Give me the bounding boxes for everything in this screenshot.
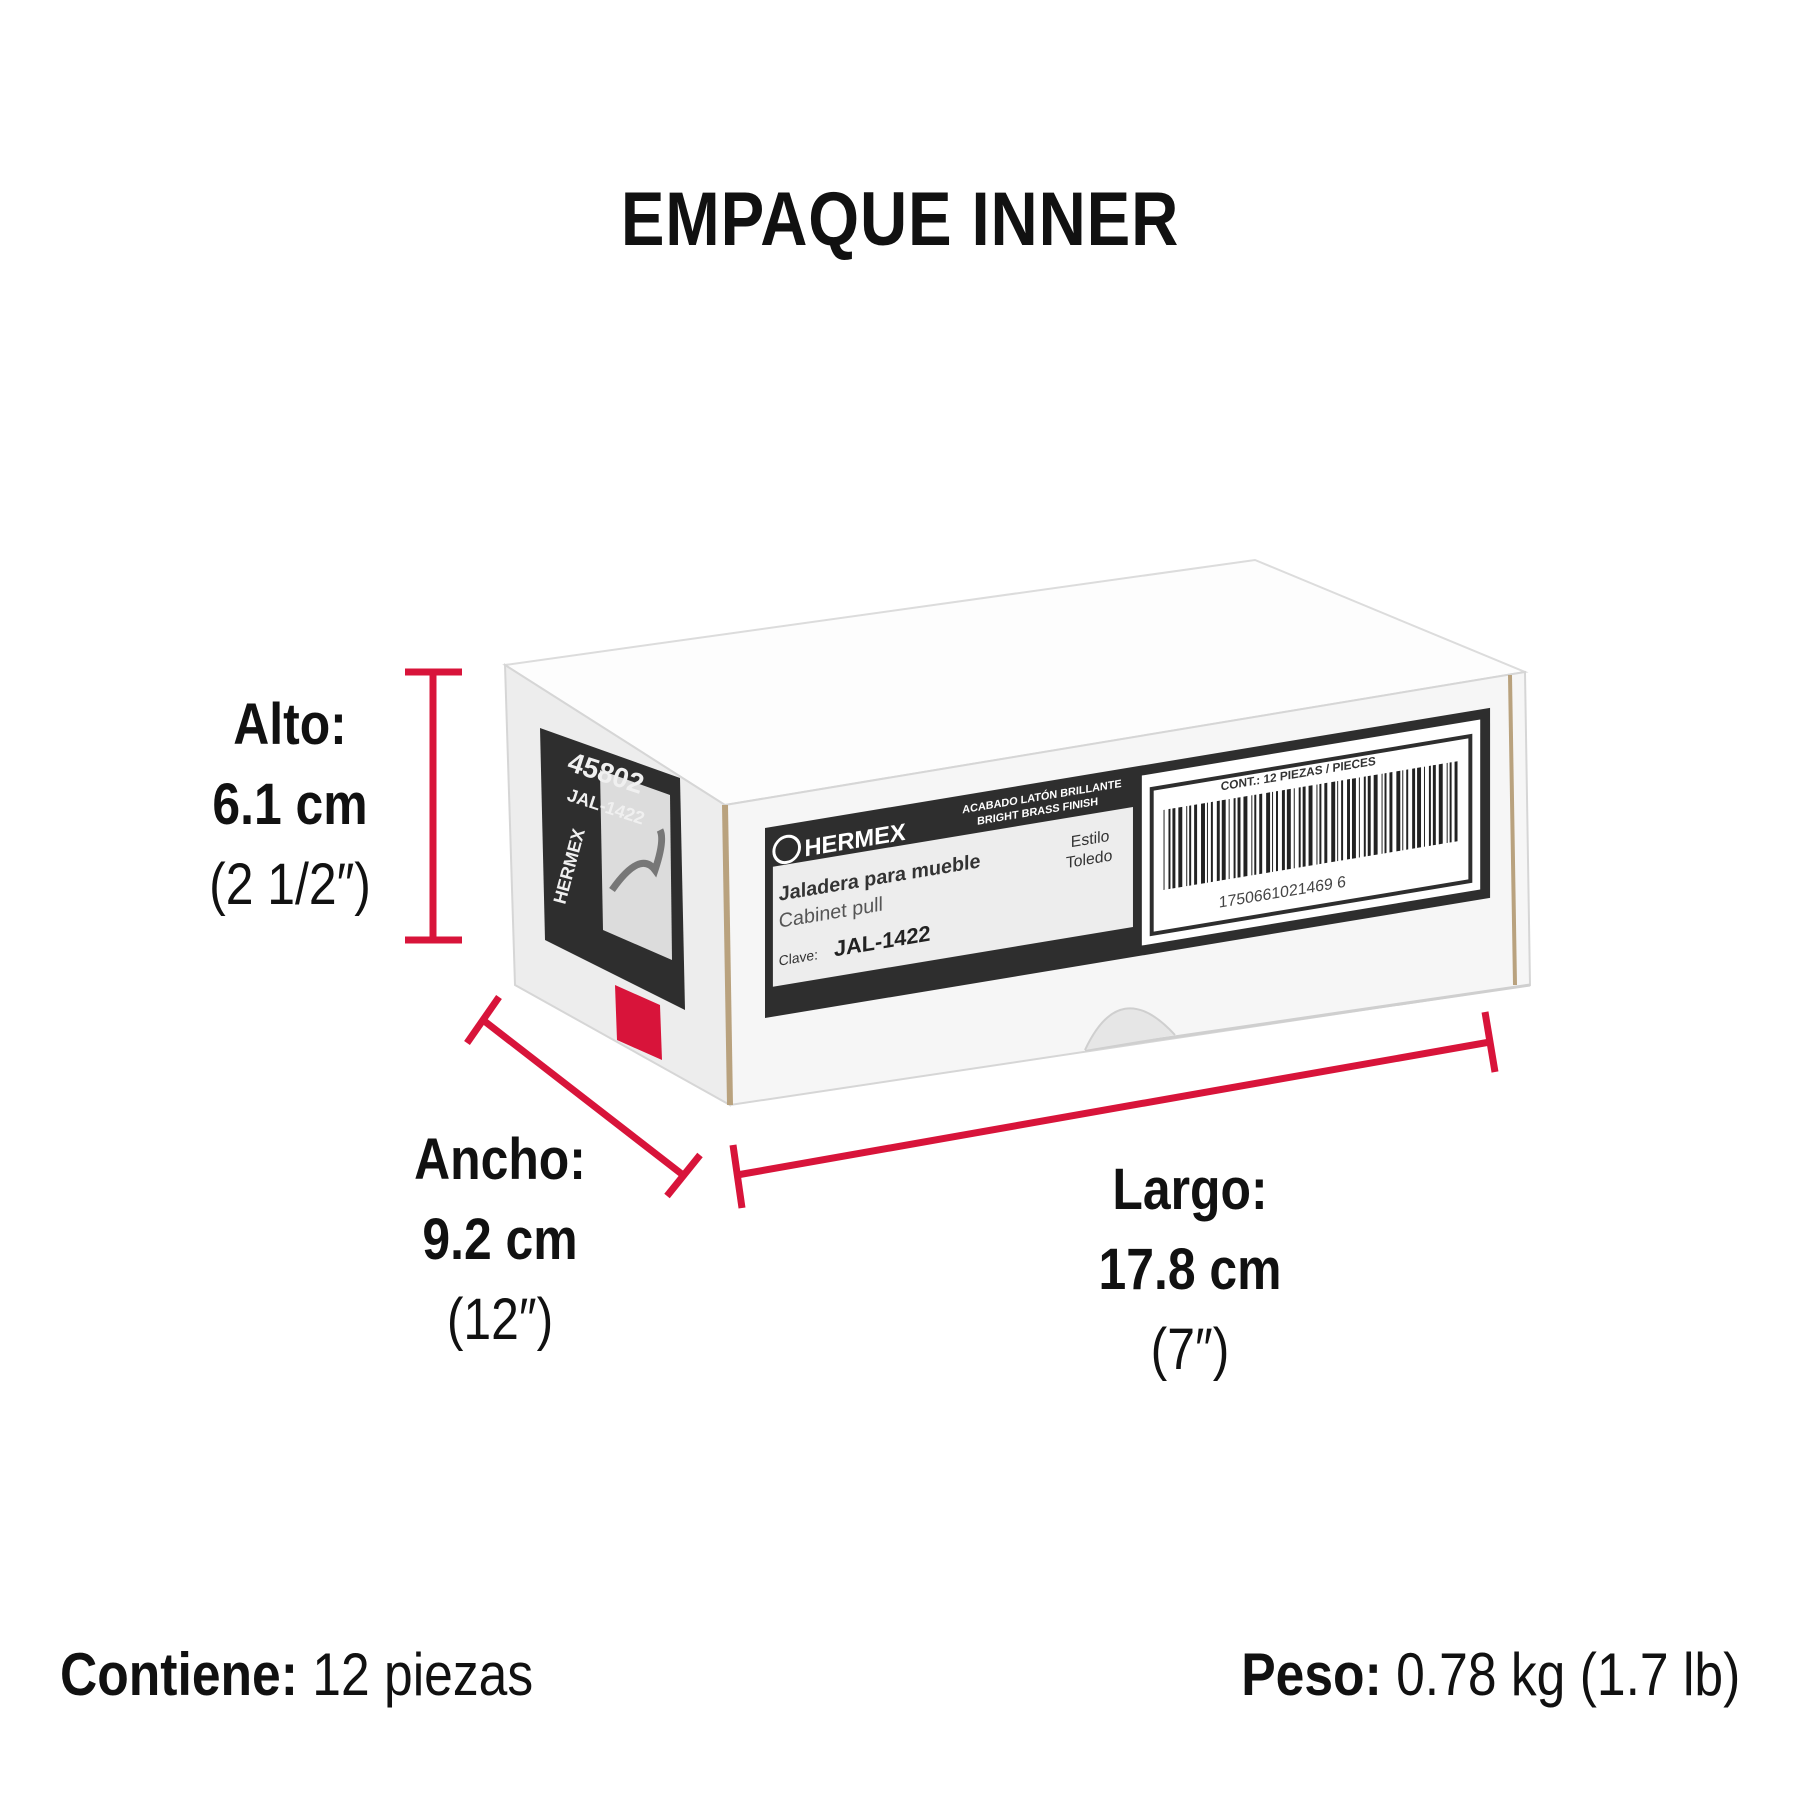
barcode xyxy=(1163,761,1458,890)
barcode-bar xyxy=(1272,791,1274,872)
contents-label: Contiene: xyxy=(60,1641,298,1708)
barcode-bar xyxy=(1210,801,1213,883)
barcode-bar xyxy=(1363,776,1366,857)
barcode-bar xyxy=(1172,807,1176,889)
dimension-largo: Largo: 17.8 cm (7″) xyxy=(1061,1150,1319,1390)
barcode-bar xyxy=(1302,786,1306,867)
handle-illustration xyxy=(609,828,666,893)
barcode-bar xyxy=(1412,768,1416,849)
front-label: HERMEX ACABADO LATÓN BRILLANTE BRIGHT BR… xyxy=(765,707,1491,1018)
barcode-bar xyxy=(1373,774,1378,856)
barcode-bar xyxy=(1178,806,1183,888)
barcode-bar xyxy=(1233,798,1236,879)
barcode-bar xyxy=(1189,805,1192,886)
barcode-bar xyxy=(1237,797,1241,878)
clave-label: Clave: xyxy=(779,946,818,968)
weight-value: 0.78 kg (1.7 lb) xyxy=(1381,1641,1740,1708)
barcode-bar xyxy=(1432,764,1436,846)
barcode-bar xyxy=(1337,781,1339,862)
barcode-bar xyxy=(1351,778,1356,859)
barcode-bar xyxy=(1228,798,1230,880)
barcode-bar xyxy=(1281,789,1285,871)
barcode-bar xyxy=(1381,773,1383,854)
barcode-bar xyxy=(1324,782,1328,864)
ancho-metric: 9.2 cm xyxy=(422,1207,578,1272)
barcode-bar xyxy=(1367,775,1371,857)
weight-label: Peso: xyxy=(1240,1641,1382,1708)
barcode-bar xyxy=(1201,803,1205,884)
barcode-bar xyxy=(1358,777,1360,858)
barcode-bar xyxy=(1347,779,1350,860)
keyhole-logo-icon xyxy=(772,834,802,865)
barcode-bar xyxy=(1428,765,1431,846)
largo-imperial: (7″) xyxy=(1150,1317,1230,1382)
barcode-bar xyxy=(1449,762,1452,843)
barcode-bar xyxy=(1243,796,1248,877)
barcode-bar xyxy=(1168,808,1171,890)
alto-metric: 6.1 cm xyxy=(212,772,368,837)
barcode-bar xyxy=(1308,785,1313,866)
box-edge xyxy=(722,804,733,1106)
barcode-bar xyxy=(1384,772,1387,854)
barcode-bar xyxy=(1406,769,1409,850)
measure-alto xyxy=(405,668,462,944)
alto-imperial: (2 1/2″) xyxy=(209,852,371,917)
barcode-bar xyxy=(1186,806,1188,887)
barcode-bar xyxy=(1221,799,1226,881)
barcode-bar xyxy=(1206,802,1208,883)
barcode-bar xyxy=(1454,761,1458,842)
barcode-bar xyxy=(1266,792,1271,873)
barcode-bar xyxy=(1216,800,1220,882)
contents-info: Contiene: 12 piezas xyxy=(60,1640,533,1709)
box-edge xyxy=(1508,674,1517,986)
barcode-bar xyxy=(1298,787,1301,868)
box-lid-line xyxy=(1084,983,1531,1052)
barcode-bar xyxy=(1396,770,1401,852)
barcode-bar xyxy=(1254,794,1257,875)
barcode-bar xyxy=(1163,809,1165,890)
barcode-bar xyxy=(1341,780,1344,861)
style-line1: Estilo xyxy=(1071,828,1110,851)
measure-largo xyxy=(729,1011,1499,1209)
barcode-bar xyxy=(1194,804,1198,885)
largo-label: Largo: xyxy=(1112,1157,1268,1222)
barcode-bar xyxy=(1438,763,1443,845)
barcode-bar xyxy=(1417,767,1422,848)
barcode-bar xyxy=(1402,770,1404,851)
side-label-red-stripe xyxy=(615,985,662,1060)
weight-info: Peso: 0.78 kg (1.7 lb) xyxy=(1241,1640,1740,1709)
measure-ancho xyxy=(464,995,703,1199)
ancho-label: Ancho: xyxy=(414,1127,586,1192)
barcode-bar xyxy=(1446,762,1448,844)
barcode-bar xyxy=(1276,790,1278,872)
barcode-bar xyxy=(1293,788,1295,869)
barcode-bar xyxy=(1331,781,1336,863)
barcode-bar xyxy=(1423,766,1425,847)
ancho-imperial: (12″) xyxy=(446,1287,554,1352)
barcode-bar xyxy=(1316,784,1318,865)
alto-label: Alto: xyxy=(233,692,347,757)
largo-metric: 17.8 cm xyxy=(1098,1237,1282,1302)
page-title: EMPAQUE INNER xyxy=(620,177,1180,262)
contents-value: 12 piezas xyxy=(297,1641,534,1708)
barcode-bar xyxy=(1319,783,1322,865)
box-thumb-notch xyxy=(1084,1007,1176,1051)
barcode-bar xyxy=(1389,772,1393,853)
barcode-bar xyxy=(1251,795,1253,876)
dimension-alto: Alto: 6.1 cm (2 1/2″) xyxy=(161,685,419,925)
barcode-bar xyxy=(1259,793,1263,875)
dimension-ancho: Ancho: 9.2 cm (12″) xyxy=(371,1120,629,1360)
barcode-bar xyxy=(1286,788,1291,870)
